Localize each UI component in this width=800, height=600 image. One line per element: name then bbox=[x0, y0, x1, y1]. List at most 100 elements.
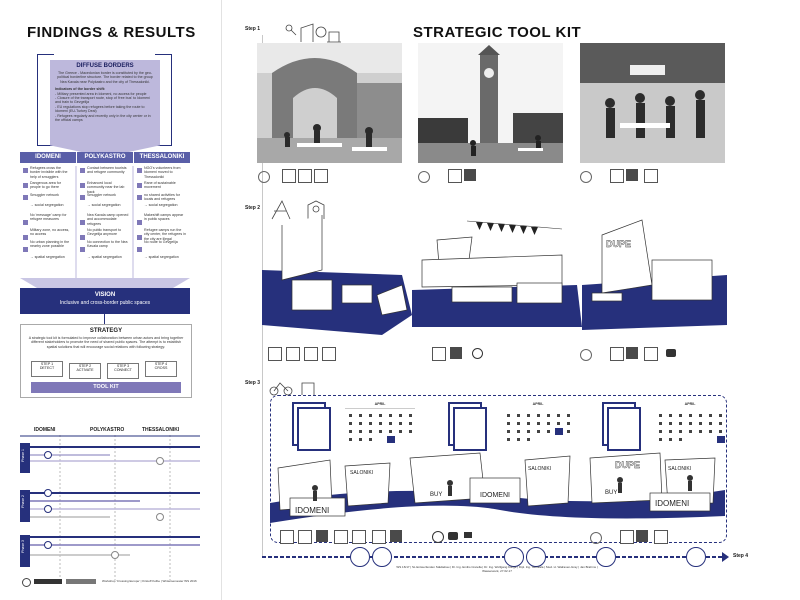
tractor-icon bbox=[666, 349, 676, 357]
logo-mark-icon bbox=[34, 579, 62, 584]
finding-item: → social segregation bbox=[144, 203, 178, 207]
step-label: Step 1 bbox=[245, 26, 261, 32]
strategy-text: A strategic tool kit is formulated to im… bbox=[28, 336, 184, 349]
open-sign-icon bbox=[372, 530, 386, 544]
timeline-chart bbox=[20, 435, 200, 580]
panel-divider bbox=[221, 0, 222, 600]
diffuse-bullet: - Refugees regularly and recently only i… bbox=[55, 113, 151, 123]
football-icon bbox=[432, 531, 444, 543]
left-footer-text: Workshop 'Crossing Europe' | Kristoff Ko… bbox=[102, 579, 197, 583]
sign-dark-icon bbox=[626, 169, 638, 181]
finding-item: → social segregation bbox=[87, 203, 121, 207]
step3-sketch-icons bbox=[268, 377, 328, 397]
step2-scenes: DUPE bbox=[262, 215, 727, 335]
column-polykastro-list: Contact between tourists and refugee com… bbox=[87, 166, 129, 263]
train-icon bbox=[504, 547, 524, 567]
finding-item: No 'message' camp for refugee measures bbox=[30, 213, 67, 222]
finding-item: Rane of sustainable movement bbox=[144, 181, 176, 190]
sign-dark-icon bbox=[390, 530, 402, 542]
sign-idomeni: IDOMENI bbox=[655, 499, 689, 508]
finding-item: no shared activities for locals and refu… bbox=[144, 193, 180, 202]
open-sign-icon bbox=[432, 347, 446, 361]
open-sign-icon bbox=[448, 169, 462, 183]
brochure-icon bbox=[297, 407, 331, 451]
finding-markers bbox=[23, 166, 142, 280]
arrow-right-icon bbox=[722, 552, 729, 562]
tractor-icon bbox=[448, 532, 458, 540]
vision-funnel bbox=[20, 278, 190, 288]
finding-item: Enhanced local community near the lab ba… bbox=[87, 181, 125, 194]
step3-icons-a bbox=[280, 530, 430, 544]
finding-item: → spatial segregation bbox=[30, 255, 65, 259]
open-sign-icon bbox=[298, 530, 312, 544]
calendar-icon bbox=[280, 530, 294, 544]
column-header-thessaloniki: THESSALONIKI bbox=[134, 152, 190, 163]
graduate-icon bbox=[334, 530, 348, 544]
finding-item: NGO's volunteers from Idomeni moved to T… bbox=[144, 166, 181, 179]
open-sign-icon bbox=[322, 347, 336, 361]
finding-item: → spatial segregation bbox=[144, 255, 179, 259]
sign-buy: BUY bbox=[605, 490, 617, 496]
sign-saloniki: SALONIKI bbox=[668, 466, 691, 472]
step-label: Step 3 bbox=[245, 380, 261, 386]
step1-icons-b bbox=[418, 169, 498, 183]
finding-item: Refugees cross the border invisible with… bbox=[30, 166, 68, 179]
open-sign-icon bbox=[610, 347, 624, 361]
finding-item: No route to Gevgelija bbox=[144, 240, 178, 244]
sun-icon bbox=[580, 171, 592, 183]
connector bbox=[104, 314, 105, 324]
step2-sketch-icons bbox=[268, 197, 338, 223]
sign-saloniki: SALONIKI bbox=[350, 470, 373, 476]
finding-item: Makeshift camps appear in public spaces bbox=[144, 213, 184, 222]
page-title-right: STRATEGIC TOOL KIT bbox=[413, 24, 582, 41]
findings-columns: IDOMENI Refugees cross the border invisi… bbox=[20, 152, 190, 280]
step3-icons-b bbox=[432, 530, 512, 544]
sign-dark-icon bbox=[316, 530, 328, 542]
column-thessaloniki-list: NGO's volunteers from Idomeni moved to T… bbox=[144, 166, 186, 263]
graduate-icon bbox=[464, 532, 472, 546]
bracket-right bbox=[155, 54, 172, 146]
brochure-icon bbox=[453, 407, 487, 451]
calendar-icon bbox=[282, 169, 296, 183]
finding-item: Military zone, no access, no access bbox=[30, 228, 70, 237]
sign-dark-icon bbox=[464, 169, 476, 181]
sign-dark-icon bbox=[626, 347, 638, 359]
step-label: Step 4 bbox=[733, 553, 749, 559]
right-footer-text: WS 16/17 | SL Entwerfenden Städtebau | D… bbox=[396, 565, 598, 573]
sign-dark-icon bbox=[636, 530, 648, 542]
toolkit-bar: TOOL KIT bbox=[31, 382, 181, 393]
diffuse-intro: The Greece - Macedonian border is consti… bbox=[57, 71, 153, 84]
left-footer: Workshop 'Crossing Europe' | Kristoff Ko… bbox=[22, 578, 212, 587]
timeline-city: IDOMENI bbox=[34, 427, 56, 433]
finding-item: No urban planning in the nearby zone pos… bbox=[30, 240, 70, 249]
finding-item: Nea Kavala camp opened and accommodate r… bbox=[87, 213, 129, 226]
finding-item: No public transport to Gevgelija anymore bbox=[87, 228, 122, 237]
calendar-april-1: APRIL bbox=[345, 402, 415, 448]
step-label: Step 2 bbox=[245, 205, 261, 211]
open-sign-icon bbox=[644, 169, 658, 183]
phase-label: Phase 1 bbox=[21, 449, 25, 462]
calendar-month: APRIL bbox=[374, 402, 386, 406]
calendar-april-2: APRIL bbox=[503, 402, 573, 448]
graduate-icon bbox=[298, 169, 312, 183]
calendar-grid bbox=[345, 408, 415, 444]
diffuse-bullet: - Military presented area in Idomeni, no… bbox=[55, 91, 147, 96]
sign-dupe: DUPE bbox=[606, 239, 631, 249]
column-idomeni-list: Refugees cross the border invisible with… bbox=[30, 166, 72, 263]
finding-item: Smuggler network bbox=[87, 193, 116, 197]
bus-icon bbox=[372, 547, 392, 567]
open-sign-icon bbox=[610, 169, 624, 183]
bus-icon bbox=[686, 547, 706, 567]
calendar-grid bbox=[659, 414, 725, 444]
diffuse-borders-box: DIFFUSE BORDERS The Greece - Macedonian … bbox=[50, 60, 160, 157]
calendar-month: APRIL bbox=[532, 402, 544, 406]
arch-photo-graphic bbox=[257, 43, 402, 163]
finding-item: → social segregation bbox=[30, 203, 64, 207]
open-sign-icon bbox=[620, 530, 634, 544]
calendar-icon bbox=[352, 530, 366, 544]
finding-item: Contact between tourists and refugee com… bbox=[87, 166, 127, 175]
page-title-left: FINDINGS & RESULTS bbox=[27, 24, 196, 41]
